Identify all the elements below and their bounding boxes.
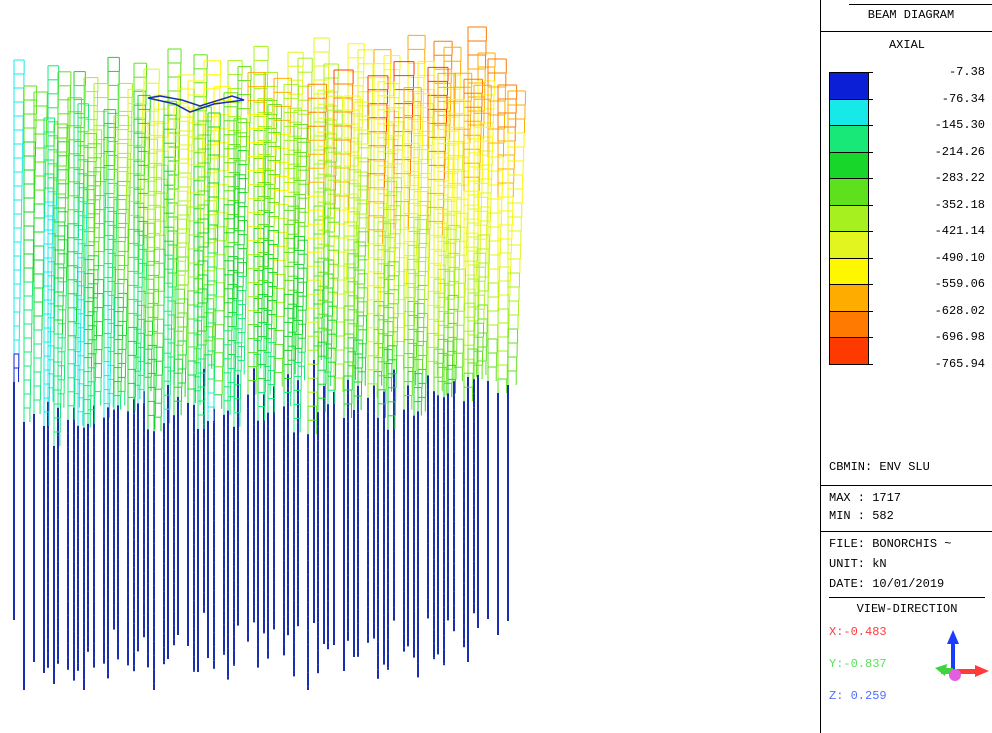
beam-diagram-canvas[interactable]	[0, 0, 815, 733]
model-viewport[interactable]	[0, 0, 815, 733]
